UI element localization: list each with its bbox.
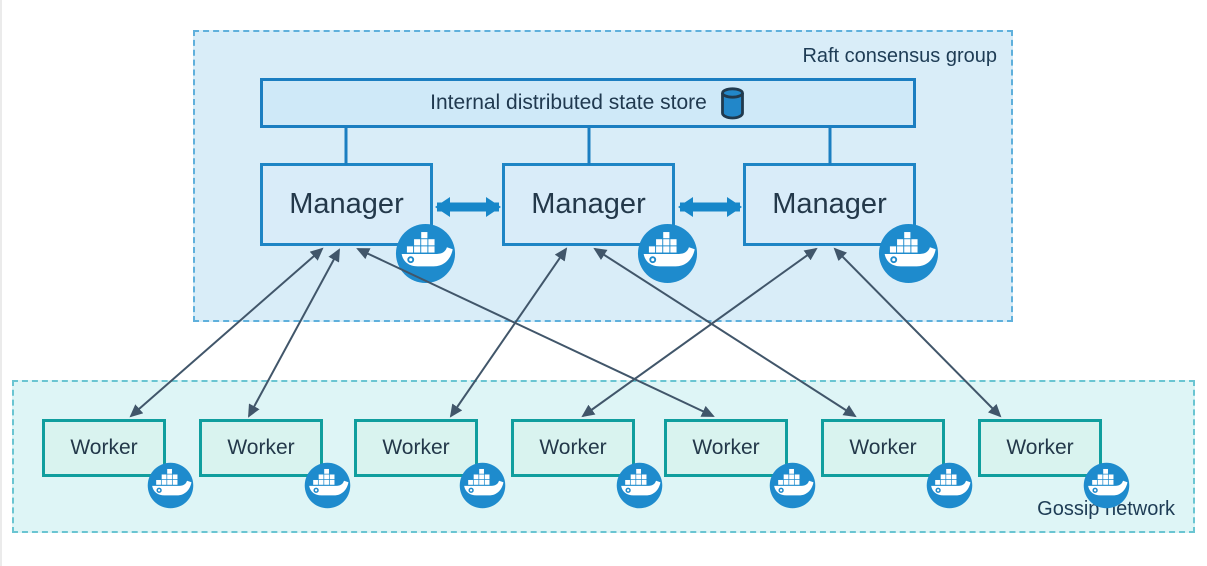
page-left-edge xyxy=(0,0,2,566)
database-cylinder-icon xyxy=(719,87,746,120)
raft-group-label: Raft consensus group xyxy=(802,45,997,67)
state-store-label: Internal distributed state store xyxy=(430,91,707,114)
worker-node-2: Worker xyxy=(199,419,323,477)
gossip-network-label: Gossip network xyxy=(1037,498,1175,520)
worker-label: Worker xyxy=(1006,436,1074,459)
state-store-node: Internal distributed state store xyxy=(260,78,916,128)
worker-label: Worker xyxy=(692,436,760,459)
manager-node-2: Manager xyxy=(502,163,675,246)
worker-label: Worker xyxy=(382,436,450,459)
manager-label: Manager xyxy=(531,188,646,220)
worker-node-5: Worker xyxy=(664,419,788,477)
manager-node-3: Manager xyxy=(743,163,916,246)
manager-node-1: Manager xyxy=(260,163,433,246)
worker-node-6: Worker xyxy=(821,419,945,477)
manager-label: Manager xyxy=(289,188,404,220)
worker-node-1: Worker xyxy=(42,419,166,477)
worker-label: Worker xyxy=(70,436,138,459)
worker-node-4: Worker xyxy=(511,419,635,477)
worker-label: Worker xyxy=(227,436,295,459)
worker-label: Worker xyxy=(539,436,607,459)
worker-label: Worker xyxy=(849,436,917,459)
worker-node-7: Worker xyxy=(978,419,1102,477)
manager-label: Manager xyxy=(772,188,887,220)
worker-node-3: Worker xyxy=(354,419,478,477)
